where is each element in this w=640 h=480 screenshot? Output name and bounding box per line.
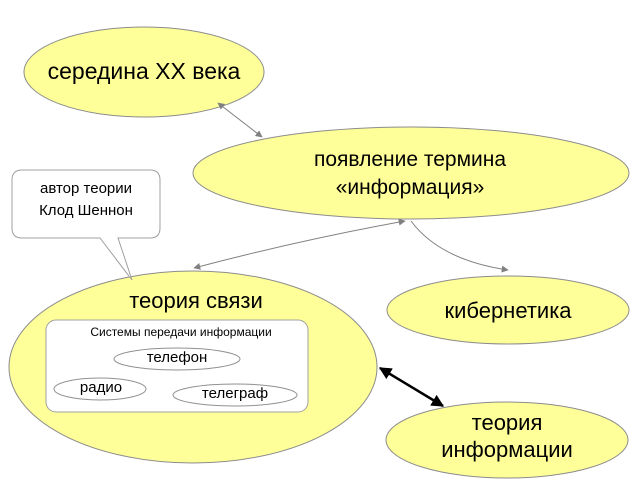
system-telephone (113, 347, 241, 371)
node-cybernetics (386, 275, 630, 345)
label-term-line1: появление термина (313, 148, 507, 171)
callout-author (11, 169, 161, 281)
label-info-theory-line2: информации (441, 437, 573, 462)
node-mid-century (23, 26, 265, 118)
label-telegraph: телеграф (201, 385, 269, 402)
label-mid-century: середина XX века (47, 58, 241, 84)
callout-line1: автор теории (39, 180, 133, 197)
arrow-communication-information (378, 366, 445, 408)
arrow-mid-century-term (217, 102, 263, 138)
label-info-theory-line1: теория (471, 410, 543, 435)
arrow-term-communication (193, 218, 406, 270)
label-term-line2: «информация» (335, 176, 485, 199)
systems-box-title: Системы передачи информации (90, 325, 272, 339)
label-communication-theory: теория связи (129, 288, 263, 313)
label-radio: радио (79, 379, 123, 396)
system-telegraph (172, 383, 298, 407)
node-term-appearance (192, 126, 630, 220)
node-information-theory (385, 401, 629, 479)
system-radio (53, 377, 147, 401)
callout-text: автор теории Клод Шеннон (14, 178, 158, 222)
callout-line2: Клод Шеннон (39, 202, 133, 219)
label-telephone: телефон (146, 349, 208, 366)
arrow-term-cybernetics (410, 220, 509, 273)
label-cybernetics: кибернетика (444, 298, 572, 323)
